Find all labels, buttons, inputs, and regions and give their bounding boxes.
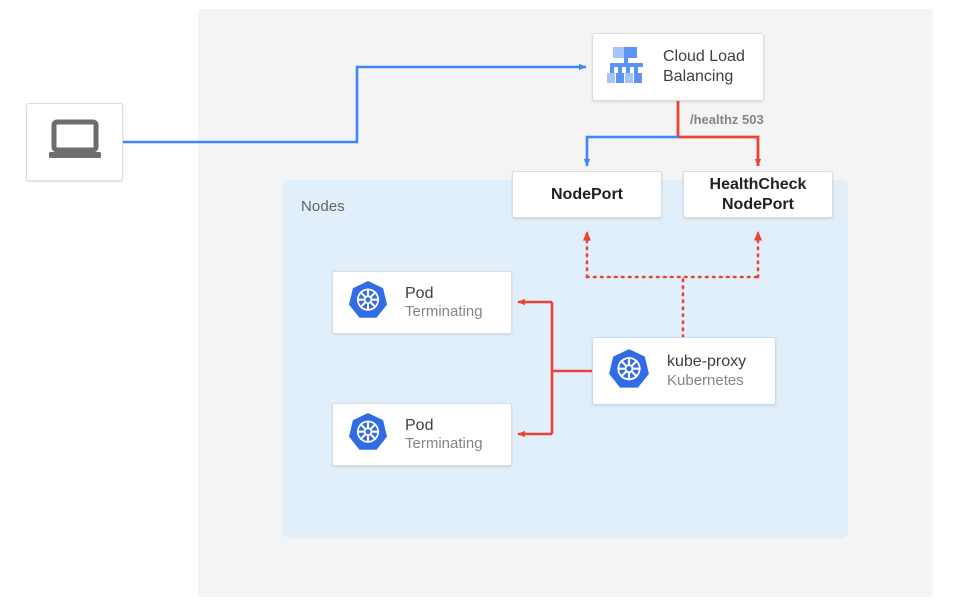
laptop-icon [47,118,103,167]
pod-1-status: Terminating [405,303,483,321]
healthcheck-nodeport-labels: HealthCheck NodePort [710,175,807,215]
client-node[interactable] [26,103,123,181]
pod-node-1[interactable]: Pod Terminating [332,271,512,334]
kubernetes-icon [347,411,389,458]
kube-proxy-subtitle: Kubernetes [667,371,744,389]
healthcheck-nodeport-line2: NodePort [721,195,794,213]
nodeport-label: NodePort [551,185,623,203]
kube-proxy-node[interactable]: kube-proxy Kubernetes [592,337,776,405]
cloud-load-balancing-title-line1: Cloud Load [663,48,745,66]
pod-node-2[interactable]: Pod Terminating [332,403,512,466]
nodeport-node[interactable]: NodePort [512,171,662,218]
kube-proxy-title: kube-proxy [667,353,747,371]
cloud-load-balancing-node[interactable]: Cloud Load Balancing [592,33,764,101]
cloud-load-balancing-title-line2: Balancing [663,68,734,85]
healthcheck-nodeport-node[interactable]: HealthCheck NodePort [683,171,833,218]
pod-2-labels: Pod Terminating [405,416,483,454]
kubernetes-icon [607,347,651,396]
pod-1-title: Pod [405,284,434,302]
cloud-load-balancing-icon [605,45,649,90]
healthz-status-label: /healthz 503 [690,112,764,127]
kube-proxy-labels: kube-proxy Kubernetes [667,352,746,390]
pod-2-status: Terminating [405,435,483,453]
nodes-region-label: Nodes [301,198,345,215]
pod-1-labels: Pod Terminating [405,284,483,322]
healthcheck-nodeport-line1: HealthCheck [709,175,807,193]
kubernetes-icon [347,279,389,326]
cloud-load-balancing-labels: Cloud Load Balancing [663,47,745,86]
pod-2-title: Pod [405,416,434,434]
